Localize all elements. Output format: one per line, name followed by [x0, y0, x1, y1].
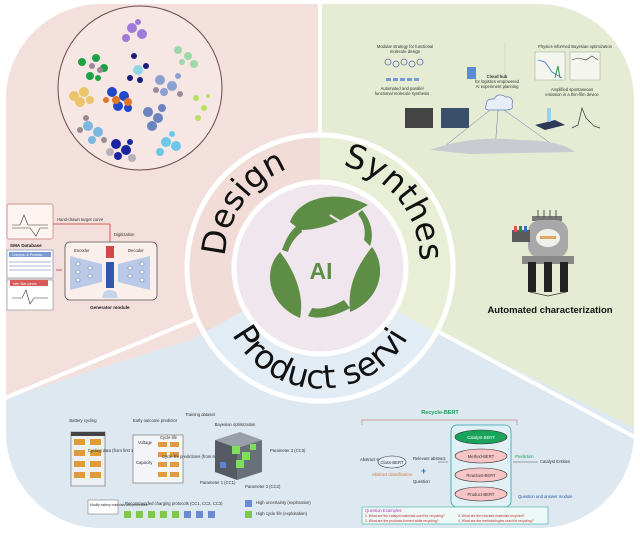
amplified-emission-label-2: emission in a thin-film device	[545, 92, 599, 97]
modular-strategy-label-2: molecule design	[390, 49, 421, 54]
plus-icon: +	[421, 466, 426, 476]
question-item: 2. What are the products formed while re…	[365, 519, 439, 523]
characterization-instrument-icon	[512, 210, 574, 297]
question-examples-title: Question Examples:	[365, 508, 402, 513]
question-item: 1. What are the catalyst materials used …	[365, 514, 445, 518]
recommended-protocols-label: Recommended charging protocols (CC1, CC2…	[125, 501, 223, 506]
question-examples-box	[361, 506, 549, 525]
generator-module-label: Generator module	[90, 305, 130, 310]
capacity-label: Capacity	[136, 460, 153, 465]
question-item: 4. What are the methodologies used for r…	[458, 519, 534, 523]
thin-film-device-icon	[535, 120, 565, 130]
parameter-1-label: Parameter 1 (CC1)	[200, 480, 236, 485]
method-bert-node	[454, 448, 508, 464]
catalyst-entities-label: Catalyst Entities	[540, 459, 570, 464]
battery-optimization-panel: Battery cycling Cycling data (from first…	[69, 412, 311, 518]
bert-model-label: Product-BERT	[468, 492, 495, 497]
molecule-row-icon	[386, 78, 419, 81]
protocol-cubes	[124, 511, 215, 518]
sma-database-label: SMA Database	[10, 243, 42, 248]
legend-cycle-life-label: High cycle life (exploitation)	[256, 511, 308, 516]
cloud-hub-panel: Modular strategy for functional molecule…	[375, 42, 613, 154]
cycling-data-label: Cycling data (from first 100 cycles)	[88, 448, 153, 453]
cloud-icon	[485, 94, 513, 111]
battery-cells	[74, 439, 101, 478]
automated-synthesis-label-1: Automated and parallel	[380, 86, 423, 91]
question-item: 3. What are the reactant materials recyc…	[458, 514, 525, 518]
bayesian-optimization-label: Bayesian optimization	[215, 422, 256, 427]
parameter-3-label: Parameter 3 (CC3)	[270, 448, 306, 453]
abstract-text-label: Abstract text	[360, 457, 384, 462]
modify-battery-label: Modify battery materials and processes	[90, 503, 148, 507]
cloud-hub-label-2: for logistics empowered	[475, 79, 520, 84]
training-dataset-label: Training dataset	[185, 412, 216, 417]
reactant-bert-node	[454, 467, 508, 483]
center-ai-label: AI	[310, 258, 333, 284]
battery-cycling-label: Battery cycling	[69, 418, 97, 423]
database-header: Compos. & Process.	[12, 253, 43, 257]
question-label: Question	[413, 479, 430, 484]
early-predictor-label: Early outcome predictor	[133, 418, 178, 423]
physics-bayesian-label: Physics-informed Bayesian optimization	[538, 44, 613, 49]
reactor-cube-icon	[467, 67, 476, 79]
recycle-leaves-icon	[269, 196, 381, 318]
class-bert-node	[377, 455, 407, 469]
decoder-label: Decoder	[128, 248, 144, 253]
prediction-label: Prediction	[515, 454, 534, 459]
automated-synthesis-label-2: functional molecule synthesis	[375, 91, 429, 96]
catalyst-bert-node	[454, 429, 508, 445]
world-map-icon	[430, 138, 575, 154]
digitization-label: Digitization	[114, 232, 135, 237]
crystal-structures-icon	[69, 19, 210, 162]
cycle-life-label: Cycle life	[160, 435, 178, 440]
qa-module-label: Question and answer module	[518, 494, 573, 499]
encoder-label: Encoder	[74, 248, 90, 253]
cloud-hub-label-3: AI experiment planning	[476, 84, 520, 89]
inner-circle	[231, 179, 409, 357]
bayesian-plot-1	[534, 51, 566, 81]
class-bert-label: Class-BERT	[381, 460, 404, 465]
molecule-chain-icon	[384, 58, 424, 68]
amplified-emission-label-1: Amplified spontaneous	[551, 87, 593, 92]
emission-spectrum	[571, 106, 601, 129]
recycle-bert-title: Recycle-BERT	[421, 410, 459, 416]
synthesis-sector	[320, 4, 634, 430]
automated-characterization-label: Automated characterization	[487, 305, 612, 316]
parameter-2-label: Parameter 2 (CC2)	[245, 484, 281, 489]
modular-strategy-label-1: Modular strategy for functional	[377, 44, 433, 49]
legend-uncertainty-label: High uncertainty (exploration)	[256, 500, 311, 505]
bert-model-label: Method-BERT	[468, 454, 495, 459]
abstract-classification-label: Abstract classification	[372, 472, 413, 477]
legend-green-swatch	[245, 511, 252, 518]
product-bert-node	[454, 486, 508, 502]
bayesian-plot-2	[569, 51, 601, 81]
hand-drawn-curve-label: Hand-drawn target curve	[57, 217, 104, 222]
recycle-bert-panel: Recycle-BERT Abstract text Class-BERT Ab…	[360, 410, 573, 525]
lab-photo-2	[441, 108, 469, 128]
legend-blue-swatch	[245, 500, 252, 507]
relevant-abstract-label: Relevant abstract	[413, 456, 446, 461]
bayesian-cube-icon	[215, 432, 262, 480]
database-sub-label: Inter-Star curves	[13, 282, 37, 286]
bert-model-label: Reactant-BERT	[466, 473, 496, 478]
crystal-structures-panel	[57, 5, 223, 171]
cloud-hub-label-1: Cloud hub	[487, 74, 508, 79]
generator-module-panel: Hand-drawn target curve Digitization SMA…	[6, 203, 158, 311]
cycle-predictions-label: Cycle life predictions (from ML model)	[162, 454, 233, 459]
bert-model-label: Catalyst-BERT	[467, 435, 495, 440]
lab-photo-1	[405, 108, 433, 128]
voltage-label: Voltage	[138, 440, 153, 445]
